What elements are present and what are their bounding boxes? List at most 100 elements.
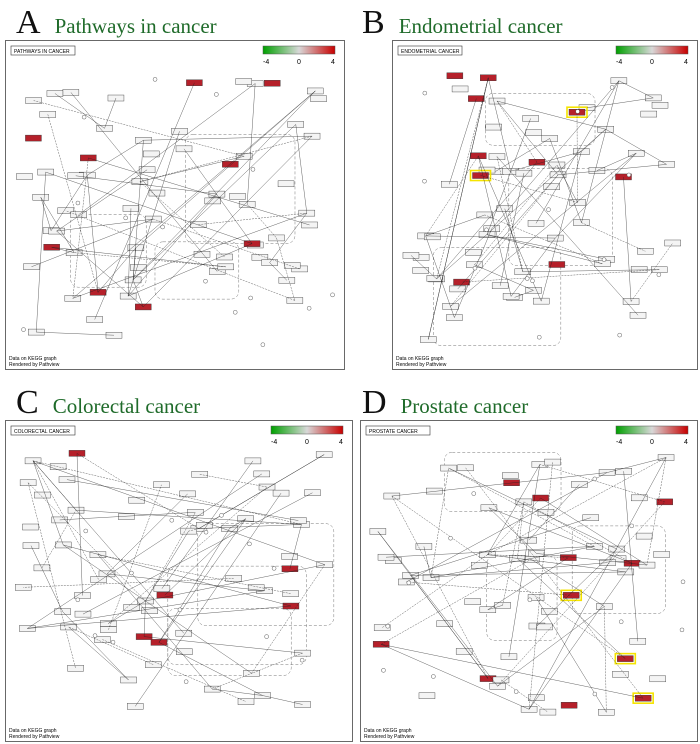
edge-line [528, 462, 553, 710]
edge-line [289, 524, 302, 569]
edge-line [135, 90, 316, 248]
edge-line [425, 235, 455, 318]
gene-node [141, 607, 158, 614]
compound-circle [203, 279, 208, 284]
compound-circle [271, 566, 277, 571]
compound-circle [609, 85, 615, 90]
edge-line [161, 460, 254, 589]
edge-line [536, 553, 648, 566]
edge-line [158, 642, 263, 696]
gene-node [209, 268, 226, 275]
compound-circle [431, 674, 436, 679]
edge-line [381, 644, 644, 699]
gene-node [449, 285, 466, 293]
edge-line [63, 544, 252, 674]
edge-line [229, 518, 246, 529]
gene-node [148, 189, 166, 197]
gene-node [175, 145, 193, 153]
edge-line [436, 77, 489, 279]
gene-node [455, 648, 473, 655]
footer-line1: Data on KEGG graph [364, 728, 412, 734]
compound-circle [123, 215, 128, 221]
edge-line [382, 554, 488, 628]
edge-line [295, 124, 307, 214]
gene-node [130, 264, 147, 271]
edge-line [47, 114, 99, 293]
edge-line [495, 138, 550, 172]
edge-line [596, 153, 637, 171]
edge-line [385, 546, 595, 558]
edge-line [158, 528, 230, 643]
gene-node [283, 262, 301, 269]
edge-line [428, 77, 489, 340]
edge-line [158, 518, 246, 643]
compartment-outline [443, 452, 562, 513]
edge-line [502, 501, 525, 606]
highlight-box [632, 692, 654, 704]
gene-node [471, 562, 488, 569]
compound-circle [575, 109, 580, 114]
edge-line [32, 460, 99, 580]
footer-line2: Rendered by Pathview [364, 734, 415, 740]
edge-line [32, 460, 325, 565]
edge-line [423, 546, 432, 578]
edge-line [496, 100, 559, 175]
compound-circle [448, 536, 453, 541]
gene-node [656, 498, 673, 506]
compound-circle [299, 657, 305, 663]
edge-line [251, 564, 325, 674]
gene-node [51, 516, 68, 524]
edge-line [410, 571, 626, 576]
compound-circle [169, 518, 174, 523]
edge-line [528, 563, 633, 710]
edge-line [51, 247, 75, 253]
edge-line [604, 606, 607, 713]
pathway-title: PATHWAYS IN CANCER [14, 49, 70, 55]
panel-b-header: B Endometrial cancer [362, 6, 563, 40]
footer-line1: Data on KEGG graph [9, 356, 57, 362]
gene-node [253, 470, 271, 478]
gene-node [631, 494, 648, 502]
gene-node [217, 263, 234, 271]
color-scale-tick: -4 [263, 59, 269, 66]
edge-line [153, 218, 300, 270]
edge-line [486, 234, 603, 264]
edge-line [491, 80, 620, 229]
edge-line [497, 501, 665, 687]
edge-line [75, 509, 302, 525]
color-scale-tick: 4 [339, 439, 343, 446]
edge-line [27, 473, 262, 629]
gene-node [282, 590, 299, 597]
gene-node [496, 205, 513, 212]
gene-node [100, 620, 117, 627]
gene-node [369, 528, 387, 535]
compound-circle [177, 607, 183, 612]
gene-node [635, 532, 653, 540]
edge-line [56, 218, 154, 232]
gene-node [571, 481, 588, 488]
edge-line [27, 482, 76, 669]
compound-circle [656, 272, 662, 277]
edge-line [108, 486, 268, 624]
edge-line [522, 269, 660, 272]
edge-line [94, 82, 195, 320]
compound-circle [203, 530, 209, 535]
edge-line [132, 124, 296, 281]
edge-line [139, 135, 313, 182]
edge-line [430, 468, 449, 578]
edge-line [108, 600, 146, 624]
compound-circle [527, 597, 533, 602]
gene-node [599, 559, 616, 566]
edge-line [72, 90, 316, 299]
compound-circle [129, 570, 134, 576]
gene-node [541, 608, 558, 615]
edge-line [487, 554, 626, 573]
gene-node [22, 523, 39, 531]
footer-line2: Rendered by Pathview [9, 362, 60, 368]
compound-circle [472, 266, 478, 271]
edge-line [68, 626, 154, 665]
compound-circle [219, 513, 224, 518]
